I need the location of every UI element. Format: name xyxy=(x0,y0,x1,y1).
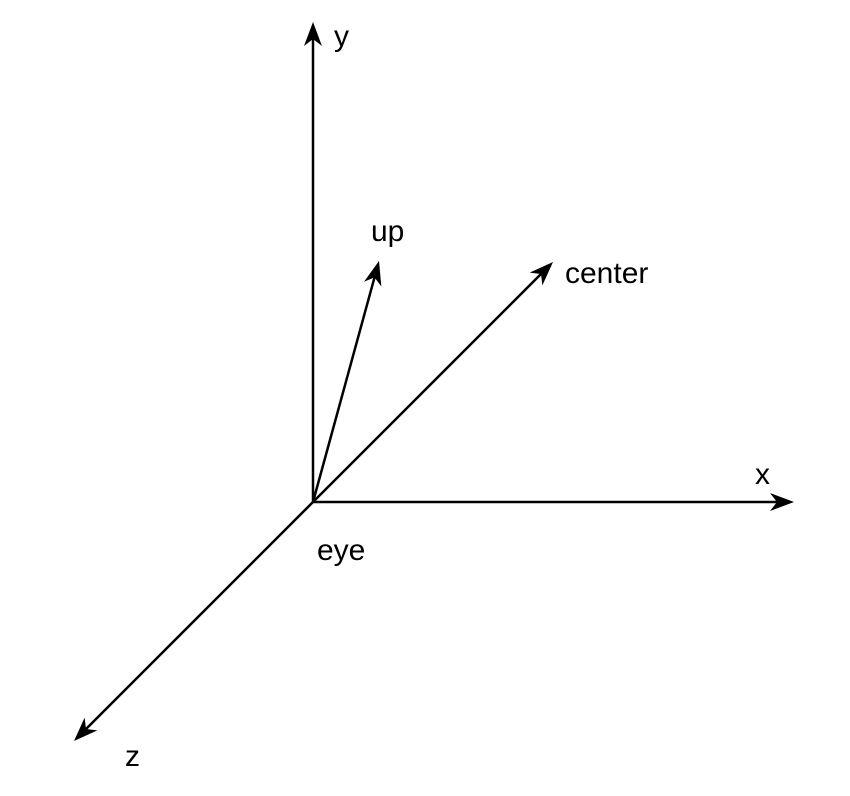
up-vector-arrow-head-icon xyxy=(363,261,382,287)
label-y-axis: y xyxy=(334,20,349,53)
label-z-axis: z xyxy=(125,740,140,773)
x-axis-arrow-head-icon xyxy=(770,493,794,511)
up-vector-arrow-line xyxy=(311,277,376,503)
y-axis-arrow-head-icon xyxy=(304,22,322,46)
z-axis-arrow-line xyxy=(85,501,314,730)
center-vector-arrow-line xyxy=(312,273,542,503)
label-eye: eye xyxy=(317,534,365,567)
z-axis-arrow-head-icon xyxy=(74,717,98,741)
label-center: center xyxy=(565,257,648,290)
center-vector-arrow-head-icon xyxy=(529,262,553,286)
label-up: up xyxy=(371,215,404,248)
label-x-axis: x xyxy=(755,458,770,491)
